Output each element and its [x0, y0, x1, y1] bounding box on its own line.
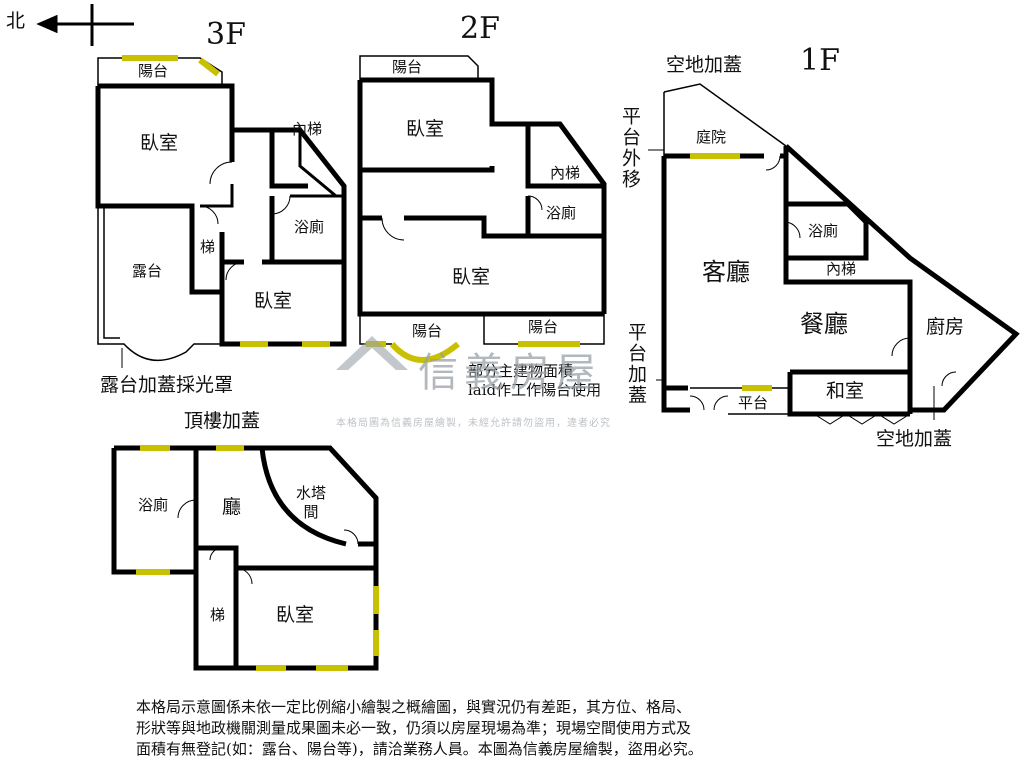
- room-3f-bedroom-b: 臥室: [254, 290, 293, 312]
- annotation-1f-top-addition: 空地加蓋: [666, 54, 743, 76]
- disclaimer-line-2: 形狀等與地政機關測量成果圖未必一致，仍須以房屋現場為準；現場空間使用方式及: [136, 719, 692, 737]
- north-arrow-icon: [36, 4, 134, 46]
- room-2f-bath: 浴廁: [546, 204, 577, 222]
- room-3f-inner-stair: 內梯: [292, 120, 323, 138]
- room-3f-bath: 浴廁: [294, 218, 325, 236]
- room-1f-kitchen: 廚房: [926, 316, 965, 338]
- room-2f-balcony-right: 陽台: [528, 318, 559, 336]
- room-3f-bedroom-a: 臥室: [140, 132, 179, 154]
- room-1f-inner-stair: 內梯: [826, 260, 857, 278]
- disclaimer: 本格局示意圖係未依一定比例縮小繪製之概繪圖，與實況仍有差距，其方位、格局、 形狀…: [136, 697, 896, 760]
- room-roof-water-tower: 水塔 間: [296, 484, 327, 521]
- note-2f-line2: laid作工作陽台使用: [468, 381, 602, 399]
- room-2f-bedroom-main: 臥室: [452, 266, 491, 288]
- room-2f-bedroom-top: 臥室: [406, 118, 445, 140]
- room-1f-bath: 浴廁: [808, 222, 839, 240]
- floor-1f-walls: [648, 83, 1020, 425]
- floor-2f-walls: [357, 55, 607, 363]
- floor-3f-walls: [95, 55, 347, 368]
- room-roof-bath: 浴廁: [138, 496, 169, 514]
- room-roof-bedroom: 臥室: [276, 604, 315, 626]
- room-1f-courtyard: 庭院: [696, 128, 727, 146]
- room-1f-platform: 平台: [738, 394, 769, 412]
- disclaimer-line-3: 面積有無登記(如：露台、陽台等)，請洽業務人員。本圖為信義房屋繪製，盜用必究。: [136, 740, 703, 758]
- room-2f-balcony-top: 陽台: [392, 58, 423, 76]
- brand-logo-icon: [336, 336, 408, 370]
- disclaimer-line-1: 本格局示意圖係未依一定比例縮小繪製之概繪圖，與實況仍有差距，其方位、格局、: [136, 698, 692, 716]
- annotation-1f-bottom-addition: 空地加蓋: [876, 428, 953, 450]
- floor-2f-title: 2F: [460, 11, 500, 46]
- annotation-3f-terrace-cover: 露台加蓋採光罩: [100, 374, 234, 396]
- floor-3f-title: 3F: [206, 17, 246, 52]
- room-roof-stair: 梯: [210, 606, 226, 624]
- annotation-1f-platform-added: 平台加蓋: [625, 322, 647, 406]
- annotation-1f-platform-moved: 平台外移: [619, 106, 641, 190]
- floor-roof-walls: [111, 445, 379, 671]
- room-1f-japanese-room: 和室: [826, 380, 865, 402]
- watermark-notice: 本格局圖為信義房屋繪製，未經允許請勿盜用，違者必究: [336, 418, 611, 429]
- room-3f-balcony: 陽台: [138, 62, 169, 80]
- note-2f-line1: 部分主建物面積: [468, 362, 574, 380]
- room-1f-living: 客廳: [702, 258, 750, 286]
- floor-1f-title: 1F: [800, 43, 840, 78]
- room-1f-dining: 餐廳: [800, 310, 848, 338]
- room-roof-hall: 廳: [222, 496, 242, 518]
- watermark-brand: 信義房屋: [418, 350, 602, 396]
- room-2f-inner-stair: 內梯: [550, 164, 581, 182]
- room-3f-stair: 梯: [200, 238, 216, 256]
- room-2f-balcony-left: 陽台: [412, 322, 443, 340]
- floor-roof-title: 頂樓加蓋: [184, 410, 261, 432]
- north-label: 北: [6, 10, 26, 32]
- room-3f-terrace: 露台: [132, 262, 163, 280]
